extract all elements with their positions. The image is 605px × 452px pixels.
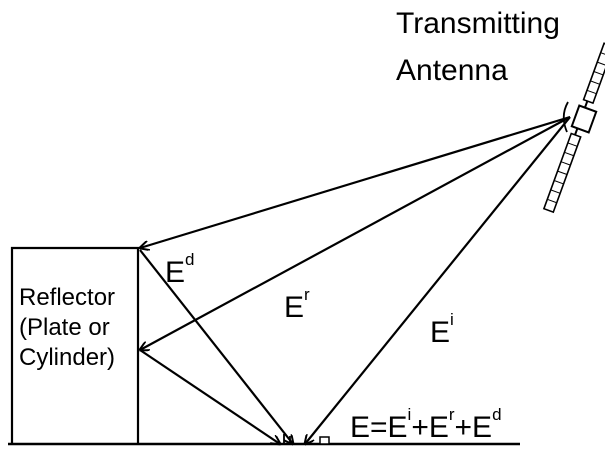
- incident-ray: [305, 116, 571, 444]
- ray-to-reflector-face: [140, 116, 571, 350]
- incident-field-label: Ei: [430, 310, 454, 349]
- diffracted-ray: [139, 249, 293, 444]
- reflector-label-line1: Reflector: [19, 284, 115, 311]
- antenna-label-line1: Transmitting: [396, 7, 560, 40]
- reflector-label-line3: Cylinder): [19, 344, 115, 371]
- reflector-label-line2: (Plate or: [19, 314, 110, 341]
- diffracted-field-label: Ed: [165, 250, 194, 289]
- satellite-antenna-icon: [542, 42, 605, 214]
- antenna-label-line2: Antenna: [396, 54, 508, 87]
- total-field-equation: E=Ei+Er+Ed: [350, 405, 502, 444]
- reflected-field-label: Er: [284, 285, 310, 324]
- reflected-ray: [139, 349, 280, 444]
- ray-to-reflector-edge: [140, 115, 571, 248]
- receiver-icon: [283, 434, 330, 445]
